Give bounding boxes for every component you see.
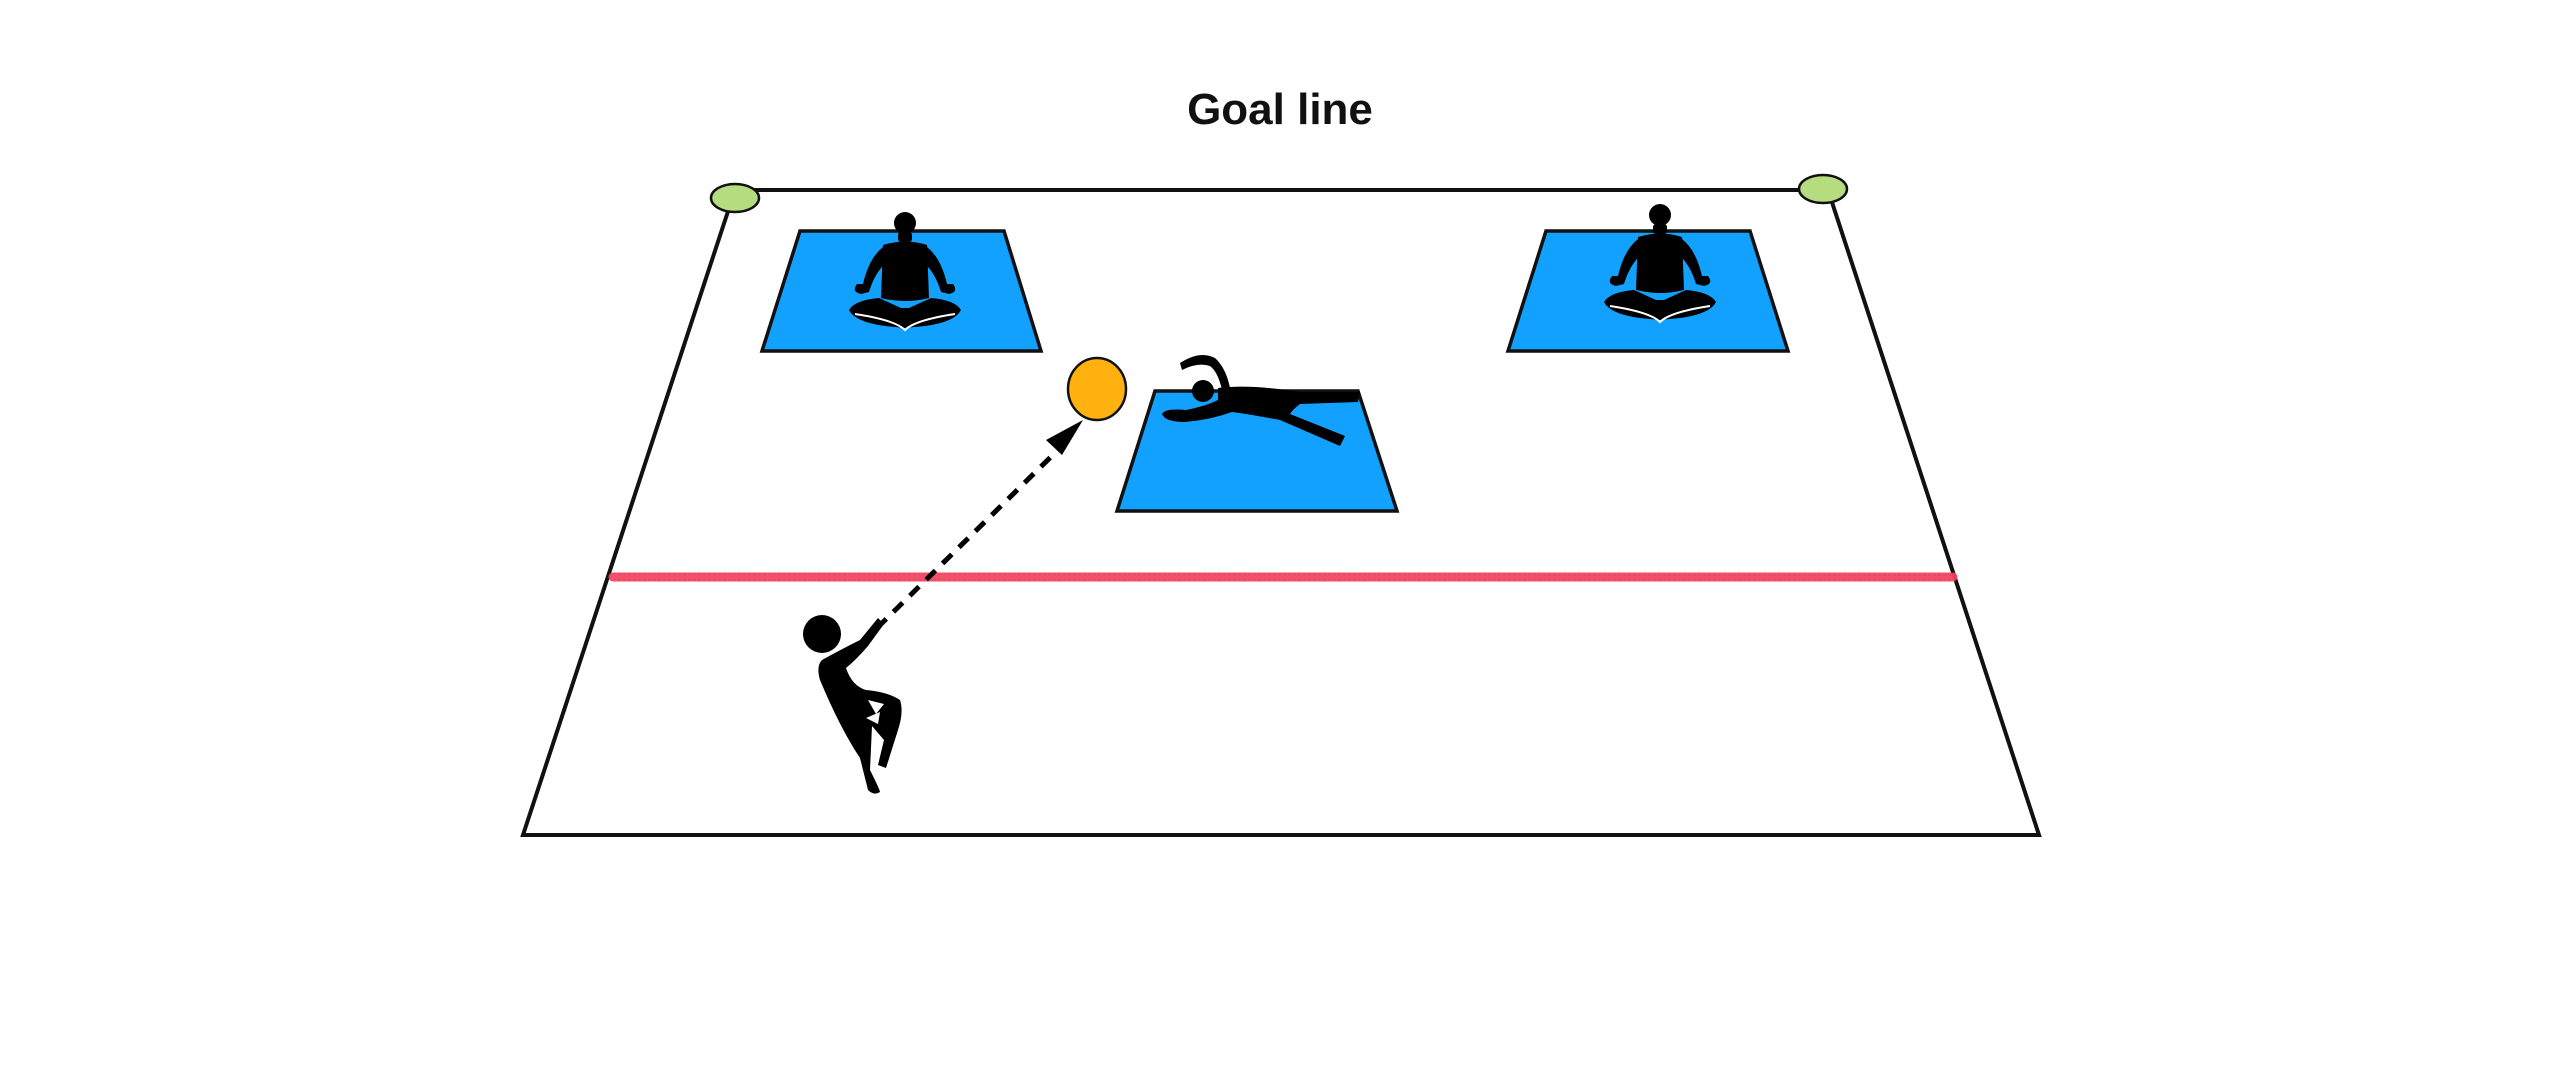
throwing-player (803, 615, 902, 794)
left-cone (709, 182, 761, 214)
seated-player-left (849, 212, 961, 332)
seated-player-right (1604, 204, 1716, 324)
red-line-texture (612, 573, 1954, 581)
goal-line-title: Goal line (1187, 85, 1373, 134)
diving-goalkeeper (1162, 354, 1360, 446)
field-outline (520, 188, 2042, 837)
dashed-arrow-head (1046, 420, 1083, 455)
ball-icon (1066, 356, 1128, 422)
dashed-arrow (875, 440, 1068, 630)
right-cone (1797, 173, 1849, 205)
